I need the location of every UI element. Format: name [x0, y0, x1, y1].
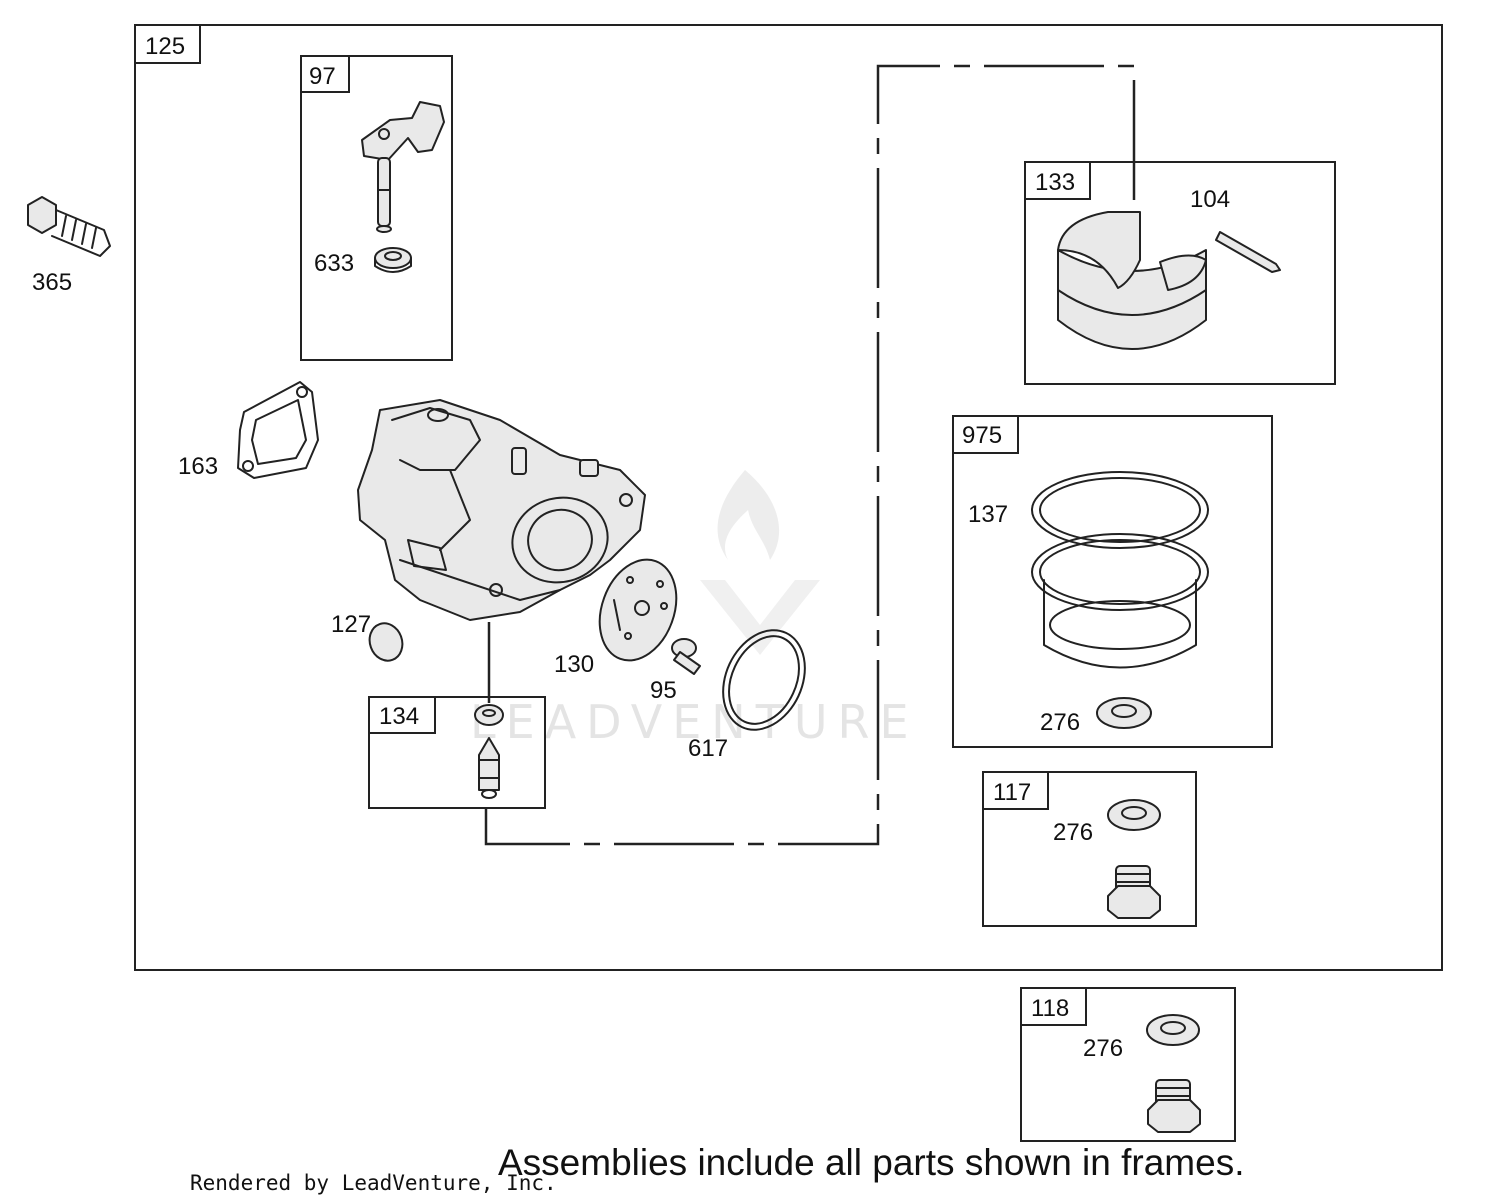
leadventure-watermark-logo — [700, 470, 820, 655]
frame-134-label: 134 — [379, 703, 419, 730]
callout-104: 104 — [1190, 186, 1230, 213]
part-104-float-pin-icon — [1215, 231, 1281, 273]
frame-133-tag — [1024, 161, 1091, 200]
frame-117-tag — [982, 771, 1049, 810]
callout-276-bowl: 276 — [1040, 709, 1080, 736]
part-95-screw-icon — [671, 638, 701, 675]
frame-125-label: 125 — [145, 33, 185, 60]
callout-127: 127 — [331, 611, 371, 638]
frame-118-label: 118 — [1031, 995, 1069, 1022]
frame-118-tag — [1020, 987, 1087, 1026]
part-117-drain-plug-icon — [1107, 865, 1161, 919]
part-133-float-icon — [1057, 211, 1207, 350]
frame-125-tag — [134, 24, 201, 64]
frame-97-tag — [300, 55, 350, 93]
watermark-text: LEADVENTURE — [470, 695, 919, 749]
part-137-bowl-gasket-icon — [1031, 471, 1209, 669]
connector-134-to-133 — [484, 64, 1136, 846]
part-276-washer-118-icon — [1146, 1014, 1200, 1046]
part-97-choke-lever-icon — [361, 101, 445, 233]
part-127-welch-plug-icon — [368, 622, 404, 662]
part-276-washer-bowl-icon — [1096, 697, 1152, 729]
callout-130: 130 — [554, 651, 594, 678]
part-118-drain-plug-icon — [1147, 1079, 1201, 1133]
part-163-gasket-icon — [237, 381, 319, 479]
frame-975-tag — [952, 415, 1019, 454]
callout-137: 137 — [968, 501, 1008, 528]
frame-133 — [1024, 161, 1336, 385]
frame-117-label: 117 — [993, 779, 1031, 806]
frame-125 — [134, 24, 1443, 971]
frame-134-tag — [368, 696, 436, 734]
callout-617: 617 — [688, 735, 728, 762]
carburetor-body-icon — [357, 399, 646, 621]
callout-365: 365 — [32, 269, 72, 296]
callout-163: 163 — [178, 453, 218, 480]
callout-276-118: 276 — [1083, 1035, 1123, 1062]
rendered-by-credit: Rendered by LeadVenture, Inc. — [190, 1171, 557, 1195]
frame-97-label: 97 — [309, 63, 336, 90]
frame-975-label: 975 — [962, 422, 1002, 449]
frame-134 — [368, 696, 546, 809]
part-617-o-ring-icon — [722, 629, 806, 731]
frame-97 — [300, 55, 453, 361]
frame-117 — [982, 771, 1197, 927]
callout-276-117: 276 — [1053, 819, 1093, 846]
frame-118 — [1020, 987, 1236, 1142]
callout-633: 633 — [314, 250, 354, 277]
part-134-inlet-needle-icon — [474, 704, 504, 799]
frame-133-label: 133 — [1035, 169, 1075, 196]
part-365-bolt-icon — [27, 196, 111, 257]
part-633-seal-icon — [374, 247, 412, 273]
callout-95: 95 — [650, 677, 677, 704]
frame-975 — [952, 415, 1273, 748]
part-130-throttle-plate-icon — [598, 558, 678, 662]
assemblies-caption: Assemblies include all parts shown in fr… — [498, 1142, 1245, 1183]
part-276-washer-117-icon — [1107, 799, 1161, 831]
